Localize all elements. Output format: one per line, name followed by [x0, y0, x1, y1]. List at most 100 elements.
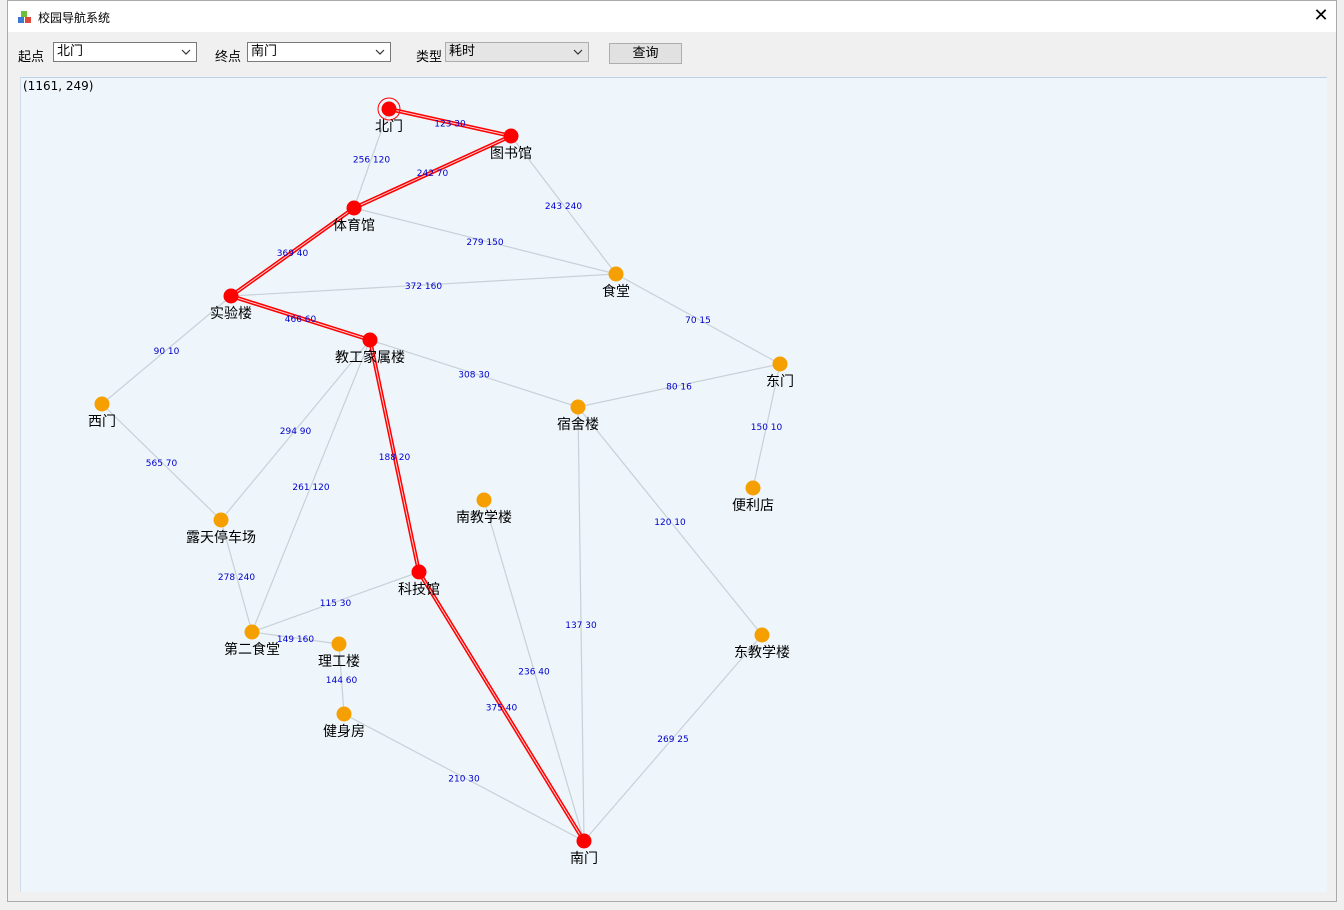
- edge: [615, 273, 781, 365]
- edge: [220, 339, 371, 521]
- edge-label: 90 10: [154, 347, 180, 357]
- edge-label: 372 160: [405, 282, 442, 292]
- edge: [353, 207, 617, 275]
- graph-node[interactable]: 南教学楼: [456, 492, 512, 527]
- edge-label: 243 240: [545, 202, 582, 212]
- close-button[interactable]: ✕: [1306, 1, 1336, 31]
- node-dot: [244, 624, 260, 640]
- start-select-value: 北门: [57, 44, 84, 59]
- edge-label: 137 30: [565, 621, 597, 631]
- edge-label: 278 240: [218, 573, 255, 583]
- edge: [338, 643, 345, 715]
- node-label: 教工家属楼: [335, 349, 405, 366]
- edge: [583, 634, 763, 842]
- edge-label: 236 40: [518, 668, 550, 678]
- edge: [483, 499, 585, 842]
- node-dot: [570, 399, 586, 415]
- node-label: 第二食堂: [224, 641, 280, 658]
- edge-label: 70 15: [685, 316, 711, 326]
- graph-node[interactable]: 便利店: [732, 480, 774, 515]
- edge-label: 294 90: [280, 427, 312, 437]
- node-label: 东门: [766, 374, 794, 390]
- edge: [343, 713, 585, 842]
- edge-label: 115 30: [320, 599, 352, 609]
- edge-label: 261 120: [292, 483, 329, 493]
- graph-node[interactable]: 南门: [570, 833, 598, 868]
- graph-node[interactable]: 西门: [88, 396, 116, 431]
- graph-node[interactable]: 北门: [375, 97, 403, 135]
- edge: [369, 339, 579, 408]
- node-label: 健身房: [323, 724, 365, 740]
- graph-node[interactable]: 科技馆: [398, 564, 440, 599]
- edge-label: 188 20: [379, 453, 411, 463]
- graph-node[interactable]: 理工楼: [318, 636, 360, 671]
- query-button[interactable]: 查询: [609, 43, 682, 64]
- edge-label: 150 10: [751, 423, 783, 433]
- node-dot: [94, 396, 110, 412]
- route-edge-highlight: [369, 339, 420, 573]
- coordinate-readout: (1161, 249): [23, 79, 94, 93]
- chevron-down-icon: [375, 49, 385, 55]
- node-dot: [608, 266, 624, 282]
- node-dot: [331, 636, 347, 652]
- edge-label: 144 60: [326, 676, 358, 686]
- end-label: 终点: [215, 50, 242, 65]
- graph-node[interactable]: 体育馆: [333, 200, 375, 235]
- type-select-value: 耗时: [449, 44, 476, 59]
- node-label: 食堂: [602, 283, 630, 300]
- edge-label: 242 70: [417, 169, 449, 179]
- edge: [101, 295, 232, 405]
- edge: [577, 363, 781, 408]
- app-cubes-icon: [18, 11, 31, 23]
- graph-node[interactable]: 宿舍楼: [557, 399, 599, 434]
- chevron-down-icon: [573, 49, 583, 55]
- start-select[interactable]: 北门: [53, 42, 197, 62]
- edge: [353, 108, 390, 209]
- type-select[interactable]: 耗时: [445, 42, 589, 62]
- edge-label: 120 10: [654, 518, 686, 528]
- edge: [577, 406, 763, 636]
- edge: [230, 273, 617, 297]
- graph-node[interactable]: 东教学楼: [734, 627, 790, 662]
- graph-node[interactable]: 露天停车场: [186, 512, 256, 547]
- node-dot: [336, 706, 352, 722]
- route-edge-highlight: [353, 135, 512, 209]
- node-dot: [772, 356, 788, 372]
- node-label: 南门: [570, 851, 598, 867]
- chevron-down-icon: [181, 49, 191, 55]
- edge-label: 210 30: [448, 775, 480, 785]
- edge-label: 375 40: [486, 704, 518, 714]
- node-label: 东教学楼: [734, 645, 790, 661]
- graph-node[interactable]: 教工家属楼: [335, 332, 405, 367]
- route-edge-highlight: [388, 108, 512, 137]
- edge: [510, 135, 617, 275]
- node-label: 宿舍楼: [557, 416, 599, 433]
- route-edge-highlight: [230, 295, 371, 341]
- toolbar: 起点 北门 终点 南门 类型 耗时 查询: [8, 32, 1336, 76]
- node-label: 体育馆: [333, 218, 375, 234]
- graph-node[interactable]: 图书馆: [490, 128, 532, 163]
- nodes-layer: 北门图书馆体育馆食堂 实验楼教工家属楼东门西门宿舍楼便利店 南教学楼露天停车场科技馆…: [88, 97, 794, 868]
- graph-node[interactable]: 健身房: [323, 706, 365, 741]
- graph-node[interactable]: 实验楼: [210, 288, 252, 323]
- end-select[interactable]: 南门: [247, 42, 391, 62]
- start-node-ring: [377, 97, 401, 121]
- node-label: 科技馆: [398, 582, 440, 598]
- route-node-dot: [223, 288, 239, 304]
- start-label: 起点: [18, 50, 45, 65]
- close-icon: ✕: [1313, 5, 1329, 26]
- edge: [251, 571, 420, 633]
- edge-label: 369 40: [277, 249, 309, 259]
- node-label: 北门: [375, 119, 403, 135]
- route-node-dot: [576, 833, 592, 849]
- route-edge-highlight: [418, 571, 585, 842]
- edge: [752, 363, 781, 489]
- graph-node[interactable]: 东门: [766, 356, 794, 391]
- edge-label: 149 160: [277, 635, 314, 645]
- edge: [577, 406, 585, 842]
- graph-node[interactable]: 食堂: [602, 266, 630, 301]
- graph-node[interactable]: 第二食堂: [224, 624, 280, 659]
